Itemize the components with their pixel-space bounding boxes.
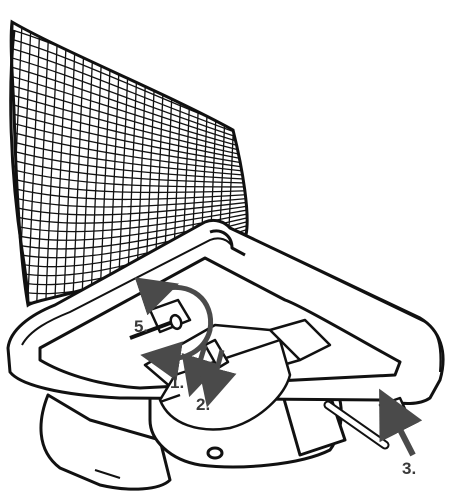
step-5-label: 5. (134, 317, 148, 336)
step-1-label: 1. (170, 373, 184, 392)
base-hole (208, 448, 222, 458)
step-2-label: 2. (196, 395, 210, 414)
step-3-label: 3. (402, 459, 416, 478)
